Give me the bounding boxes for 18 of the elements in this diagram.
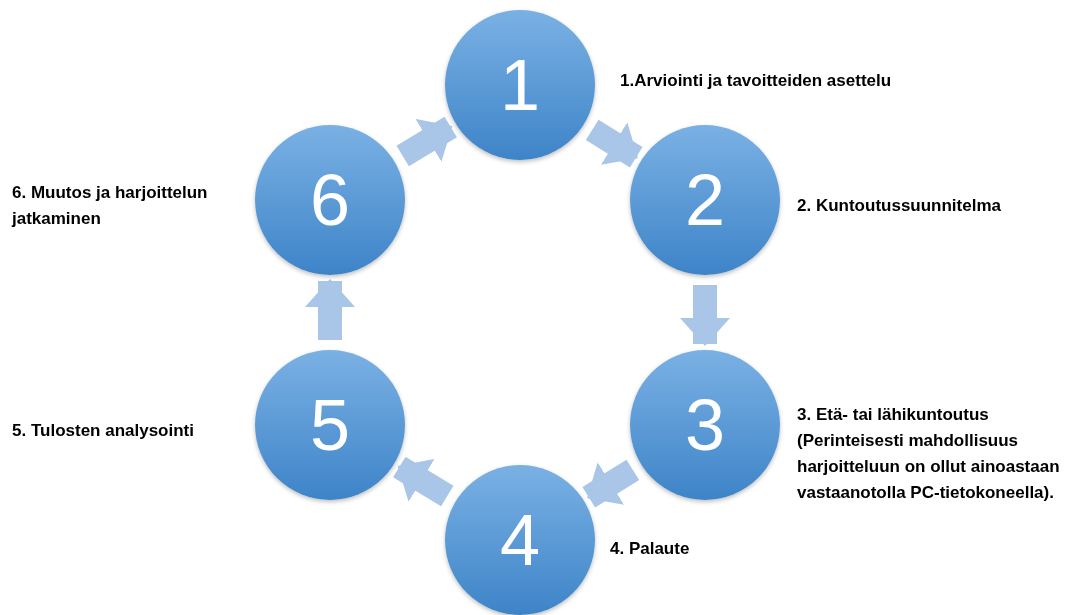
step-description: 3. Etä- tai lähikuntoutus (Perinteisesti mahdollisuus harjoitteluun on ollut ainoastaan vastaanotolla PC-tietokoneella).: [797, 404, 1061, 504]
step-number: 5: [309, 389, 350, 461]
step-number: 3: [684, 389, 725, 461]
block-arrow: [396, 116, 457, 167]
step-number: 6: [309, 164, 350, 236]
block-arrow: [305, 279, 355, 340]
step-number: 2: [684, 164, 725, 236]
block-arrow: [680, 285, 730, 346]
block-arrow: [582, 459, 640, 508]
step-description: 1.Arviointi ja tavoitteiden asettelu: [620, 70, 893, 92]
step-description: 5. Tulosten analysointi: [12, 420, 195, 442]
step-description: 4. Palaute: [610, 538, 691, 560]
step-description: 2. Kuntoutussuunnitelma: [797, 195, 1002, 217]
step-description: 6. Muutos ja harjoittelun jatkaminen: [12, 182, 209, 230]
block-arrow: [393, 456, 454, 507]
step-number: 4: [499, 504, 540, 576]
step-number: 1: [499, 49, 540, 121]
block-arrow: [585, 119, 643, 168]
